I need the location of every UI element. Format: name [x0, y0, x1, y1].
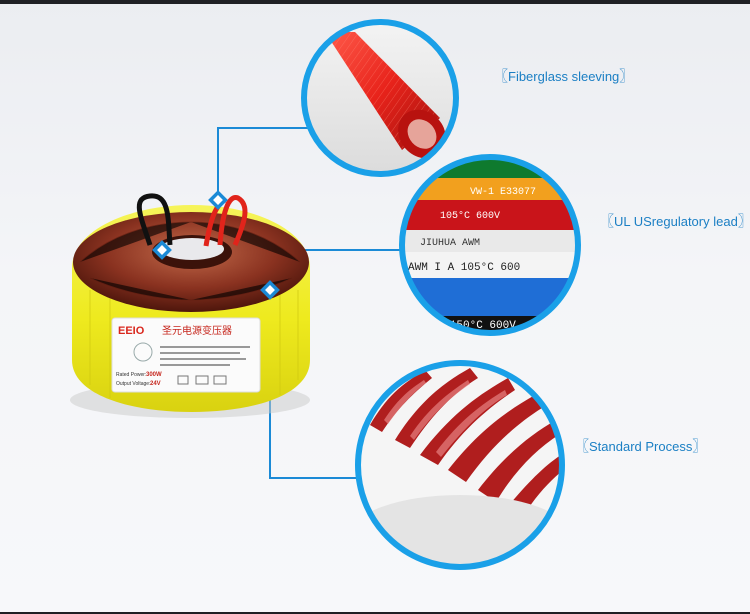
callout-fiberglass-close-bracket: 〗 — [619, 68, 634, 84]
wire-print-row2: 105°C 600V — [440, 210, 500, 222]
callout-fiberglass-text: Fiberglass sleeving — [508, 69, 620, 84]
callout-standard-open-bracket: 〖 — [575, 438, 589, 454]
label-title: 圣元电源变压器 — [162, 324, 232, 337]
callout-fiberglass-sleeving: 〖Fiberglass sleeving〗 — [494, 66, 633, 86]
product-label-text: EEIO 圣元电源变压器 Rated Power: 300W Output Vo… — [116, 324, 232, 387]
callout-standard-text: Standard Process — [589, 439, 693, 454]
wire-print-row5: WG 150°C 600V — [430, 320, 516, 332]
label-brand: EEIO — [118, 325, 145, 337]
ul-lead-detail-image: VW-1 E33077 105°C 600V JIUHUA AWM AWM I … — [399, 154, 581, 336]
label-rated-power: 300W — [146, 372, 162, 378]
wire-print-row1: VW-1 E33077 — [470, 187, 536, 198]
bottom-border — [0, 612, 750, 614]
toroidal-transformer-image — [70, 193, 310, 418]
callout-ul-lead: 〖UL USregulatory lead〗 — [600, 211, 750, 231]
label-rated-power-caption: Rated Power: — [116, 372, 146, 378]
callout-ul-open-bracket: 〖 — [600, 213, 614, 229]
label-output-voltage: 24V — [150, 381, 161, 387]
callout-fiberglass-open-bracket: 〖 — [494, 68, 508, 84]
wire-print-row4: AWM I A 105°C 600 — [408, 262, 520, 274]
callout-ul-text: UL USregulatory lead — [614, 214, 738, 229]
callout-standard-process: 〖Standard Process〗 — [575, 436, 706, 456]
callout-ul-close-bracket: 〗 — [738, 213, 750, 229]
standard-process-detail-image — [355, 360, 565, 570]
fiberglass-detail-image — [301, 19, 459, 177]
wire-print-row3: JIUHUA AWM — [420, 238, 480, 249]
label-output-voltage-caption: Output Voltage: — [116, 381, 150, 387]
product-label — [111, 317, 261, 393]
connector-fiberglass — [217, 127, 308, 200]
callout-standard-close-bracket: 〗 — [692, 438, 707, 454]
top-border — [0, 0, 750, 4]
